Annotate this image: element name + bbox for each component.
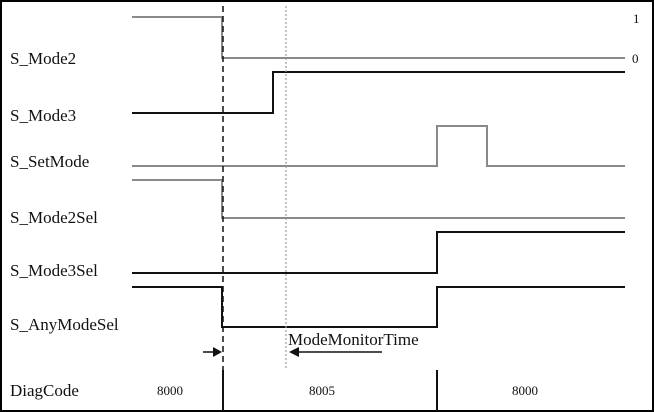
signal-label-s-mode2sel: S_Mode2Sel <box>10 208 98 227</box>
left-arrow-head <box>213 347 222 357</box>
monitor-time-arrow-head <box>289 347 299 357</box>
signal-label-s-mode3: S_Mode3 <box>10 106 76 125</box>
waveform-s-anymodesel <box>132 286 625 328</box>
diag-code-value: 8000 <box>512 383 538 398</box>
diagcode-label: DiagCode <box>10 381 79 400</box>
level-low-label: 0 <box>632 51 639 66</box>
waveform-s-mode3sel <box>132 231 625 274</box>
waveform-s-setmode <box>132 125 625 167</box>
level-high-label: 1 <box>633 11 640 26</box>
diag-code-value: 8000 <box>157 383 183 398</box>
mode-monitor-time-label: ModeMonitorTime <box>288 330 419 349</box>
waveform-s-mode3 <box>132 71 625 114</box>
signal-label-s-setmode: S_SetMode <box>10 152 89 171</box>
waveform-s-mode2 <box>132 16 625 59</box>
diag-code-value: 8005 <box>309 383 335 398</box>
signal-label-s-mode2: S_Mode2 <box>10 49 76 68</box>
signal-label-s-mode3sel: S_Mode3Sel <box>10 261 98 280</box>
signal-label-s-anymodesel: S_AnyModeSel <box>10 315 119 334</box>
waveform-s-mode2sel <box>132 179 625 219</box>
